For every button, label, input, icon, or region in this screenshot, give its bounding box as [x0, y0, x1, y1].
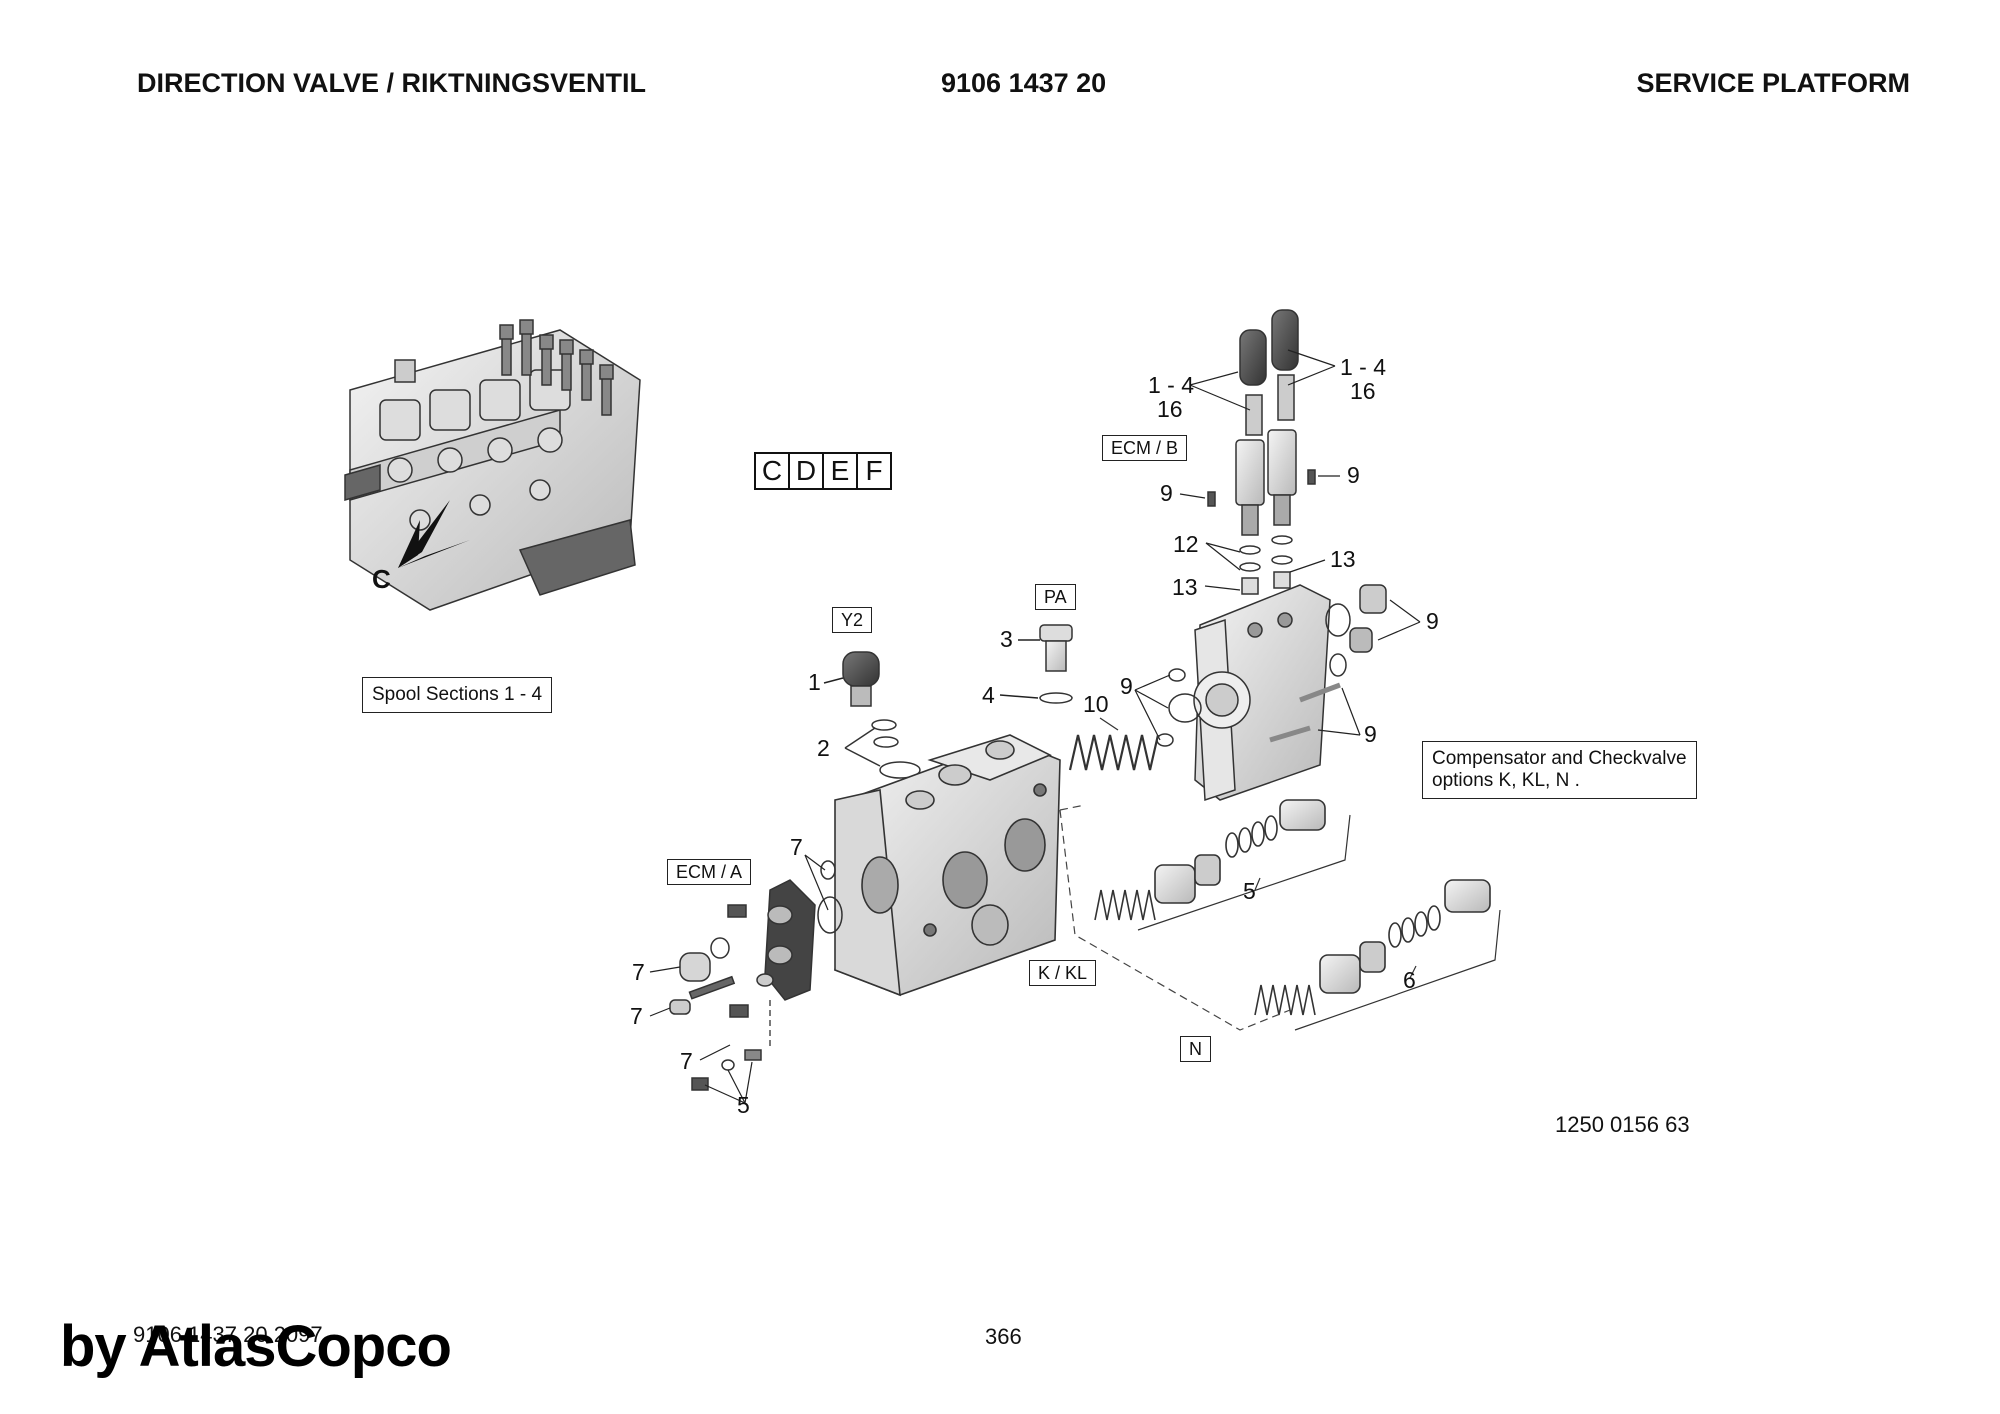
label-pa: PA: [1035, 584, 1076, 610]
callout-1-4-right: 1 - 4: [1340, 354, 1387, 380]
drawing-number: 1250 0156 63: [1555, 1112, 1690, 1137]
label-ecm-a: ECM / A: [667, 859, 752, 885]
callout-5-b: 5: [1243, 878, 1256, 904]
leader-lines-top: [1179, 349, 1340, 591]
callout-6: 6: [1403, 967, 1416, 993]
callout-7-d: 7: [680, 1048, 693, 1074]
compensator-housing: [1156, 584, 1387, 802]
label-ecm-b: ECM / B: [1102, 435, 1188, 461]
note-compensator: Compensator and Checkvalve options K, KL…: [1422, 741, 1697, 799]
label-k-kl: K / KL: [1029, 960, 1097, 986]
callout-13-a: 13: [1330, 546, 1356, 572]
footer-code: 9106 1437 20 2097: [133, 1322, 323, 1347]
callout-16-left: 16: [1157, 396, 1183, 422]
header-machine: SERVICE PLATFORM: [1636, 68, 1910, 98]
callout-10: 10: [1083, 691, 1109, 717]
note-spool-sections: Spool Sections 1 - 4: [362, 677, 553, 713]
callout-13-b: 13: [1172, 574, 1198, 600]
callout-5-a: 5: [737, 1092, 750, 1118]
callout-9-b: 9: [1347, 462, 1360, 488]
view-letter-f: F: [856, 452, 892, 490]
spool-option-6: [1254, 879, 1501, 1031]
leader-lines-nine: [1134, 599, 1421, 741]
view-letter-group: C D E F: [754, 452, 892, 490]
spring-10: [1068, 717, 1160, 771]
callout-9-c: 9: [1426, 608, 1439, 634]
callout-9-a: 9: [1160, 480, 1173, 506]
callout-9-e: 9: [1364, 721, 1377, 747]
spool-option-5: [1094, 799, 1351, 931]
callout-3: 3: [1000, 626, 1013, 652]
callout-7-a: 7: [790, 834, 803, 860]
callout-16-right: 16: [1350, 378, 1376, 404]
callout-9-d: 9: [1120, 673, 1133, 699]
callout-2: 2: [817, 735, 830, 761]
header-part-number: 9106 1437 20: [941, 68, 1107, 98]
view-direction-arrow: [398, 500, 470, 568]
view-letter-d: D: [788, 452, 824, 490]
watermark-brand: by AtlasCopco: [60, 1314, 452, 1379]
label-n: N: [1180, 1036, 1211, 1062]
view-marker-c: C: [372, 564, 391, 594]
spool-section-body: [834, 734, 1061, 997]
callout-7-c: 7: [630, 1003, 643, 1029]
note-compensator-line2: options K, KL, N .: [1432, 769, 1580, 791]
pa-plug: [999, 624, 1073, 704]
page-number: 366: [985, 1324, 1022, 1349]
view-letter-e: E: [822, 452, 858, 490]
label-y2: Y2: [832, 607, 873, 633]
y2-valve: [823, 651, 921, 779]
callout-12: 12: [1173, 531, 1199, 557]
callout-7-b: 7: [632, 959, 645, 985]
callout-1-4-left: 1 - 4: [1148, 372, 1195, 398]
note-compensator-line1: Compensator and Checkvalve: [1432, 748, 1687, 769]
header-title: DIRECTION VALVE / RIKTNINGSVENTIL: [137, 68, 647, 98]
ecm-a-endcap: [669, 860, 843, 1091]
option-dashed-lines: [1059, 804, 1291, 1031]
callout-1: 1: [808, 669, 821, 695]
leader-lines-left: [649, 854, 829, 1104]
view-letter-c: C: [754, 452, 790, 490]
callout-4: 4: [982, 682, 995, 708]
solenoid-stack: [1207, 309, 1316, 595]
